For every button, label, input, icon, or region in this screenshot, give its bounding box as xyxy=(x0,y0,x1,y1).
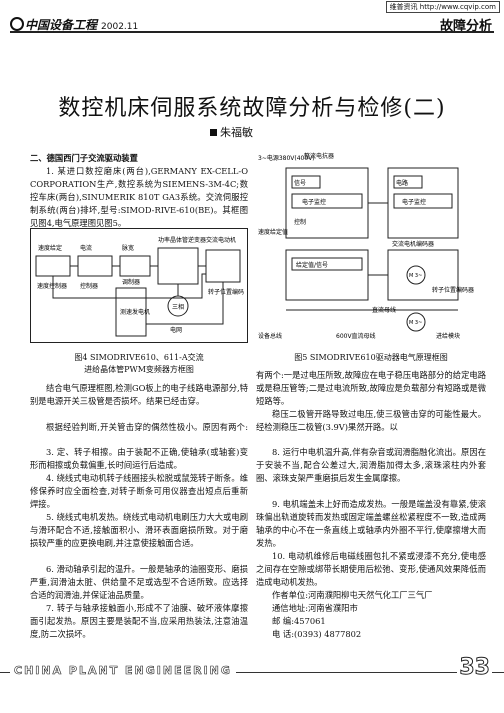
fig4-label-motor: 交流电动机 xyxy=(206,236,236,244)
bullet-square-icon xyxy=(210,129,217,136)
fig5-label-rectifier: 整流电抗器 xyxy=(304,152,334,160)
author-address: 作者单位:河南濮阳柳屯天然气化工厂三气厂 通信地址:河南省濮阳市 邮 编:457… xyxy=(272,589,486,641)
author-name: 朱福敏 xyxy=(220,126,253,139)
fig4-label-encoder: 转子位置编码 xyxy=(208,288,244,296)
fig4-label-pulse: 脉宽 xyxy=(122,244,134,252)
fig5-label-spd-set: 速度给定值 xyxy=(258,228,288,236)
address-value-3: 457061 xyxy=(294,616,326,627)
magazine-logo-icon xyxy=(10,17,24,31)
section-heading: 二、德国西门子交流驱动装置 xyxy=(30,153,138,163)
figure-5-diagram: 3~电源380V(400V) 整流电抗器 信号 电路 电子监控 电子监控 速度给… xyxy=(256,150,486,345)
journal-name-english: CHINA PLANT ENGINEERING xyxy=(10,664,236,677)
fig4-label-speed-fb: 测速发电机 xyxy=(120,308,150,316)
paragraph-2: 结合电气原理框图,检测GO板上的电子线路电源部分,特别是电源开关三极管是否损坏。… xyxy=(30,383,248,407)
fig5-label-power: 3~电源380V(400V) xyxy=(258,154,315,162)
fig5-label-elec2: 电子监控 xyxy=(402,198,426,206)
fig4-label-speed-cmd: 速度给定 xyxy=(38,244,62,252)
fig5-label-tach: 转子位置编码器 xyxy=(432,286,474,294)
figure-5-caption: 图5 SIMODRIVE610驱动器电气原理框图 xyxy=(294,353,448,362)
fig4-label-three-phase: 三相 xyxy=(172,303,184,311)
fig5-label-ctrl: 控制 xyxy=(294,218,306,226)
address-value-4: (0393) 4877802 xyxy=(294,629,362,640)
figure-4-caption-line-2: 进给晶体管PWM变频器方框图 xyxy=(84,365,194,374)
fig4-label-speed-ctrl: 速度控制器 xyxy=(37,282,67,290)
fig5-label-elec: 电子监控 xyxy=(302,198,326,206)
paragraph-lower-7: 7. 转子与轴承接触面小,形成不了油膜、破坏液体摩擦面引起发热。原因主要是装配不… xyxy=(30,603,248,640)
address-label-3: 邮 编: xyxy=(272,616,295,627)
fig5-label-feed: 进给模块 xyxy=(436,332,460,340)
fig4-label-inverter: 功率晶体管逆变器 xyxy=(158,236,206,244)
paragraph-3: 根据经验判断,开关管击穿的偶然性极小。原因有两个:一是过电压所致,故障应在电子稳… xyxy=(46,422,248,432)
fig4-label-supply: 电网 xyxy=(170,326,182,334)
paragraph-lower-3: 3. 定、转子相擦。由于装配不正确,使轴承(或轴套)变形而相擦或负载偏重,长时间… xyxy=(30,447,248,471)
article-title: 数控机床伺服系统故障分析与检修(二) xyxy=(58,96,446,121)
fig5-label-setting: 设备总线 xyxy=(258,332,282,340)
magazine-name: 中国设备工程 xyxy=(25,18,98,32)
address-value-1: 河南濮阳柳屯天然气化工厂三气厂 xyxy=(307,590,433,600)
fig5-label-circuit: 电路 xyxy=(396,179,408,187)
issue-date: 2002.11 xyxy=(101,22,139,32)
paragraph-lower-4: 4. 绕线式电动机转子线圈接头松脱或鼠笼转子断条。维修保养时应全面检查,对转子断… xyxy=(30,473,248,510)
address-label-4: 电 话: xyxy=(272,629,295,640)
paragraph-lower-8: 8. 运行中电机温升高,伴有杂音或润滑脂融化流出。原因在于安装不当,配合公差过大… xyxy=(256,447,486,484)
address-label-1: 作者单位: xyxy=(272,590,308,600)
right-paragraph-1: 有两个:一是过电压所致,故障应在电子稳压电路部分的给定电路或是稳压管等;二是过电… xyxy=(256,370,486,407)
fig4-label-current-ctrl: 控制器 xyxy=(80,282,98,290)
figure-4-diagram: 速度给定 电流 速度控制器 控制器 脉宽 调制器 功率晶体管逆变器 交流电动机 … xyxy=(30,228,248,343)
column-tag: 故障分析 xyxy=(439,19,492,34)
fig5-label-given: 给定值/信号 xyxy=(296,261,328,269)
address-value-2: 河南省濮阳市 xyxy=(307,603,358,614)
fig5-label-signal: 信号 xyxy=(294,179,306,187)
address-label-2: 通信地址: xyxy=(272,603,308,614)
figure-4-caption-line-1: 图4 SIMODRIVE610、611-A交流 xyxy=(74,353,204,362)
author: 朱福敏 xyxy=(210,124,253,140)
fig5-label-motor-1: M 3~ xyxy=(409,273,422,279)
paragraph-lower-9: 9. 电机端盖未上好而造成发热。一般是端盖没有靠紧,使滚珠偏出轨道旋转而发热或固… xyxy=(256,499,486,549)
fig4-label-current: 电流 xyxy=(80,244,92,252)
footer-rule xyxy=(0,672,504,673)
page-number: 33 xyxy=(457,655,492,681)
paragraph-1: 1. 某进口数控磨床(两台),GERMANY EX-CELL-O CORPORA… xyxy=(30,166,248,229)
fig5-label-bus: 600V直流母线 xyxy=(336,332,376,340)
right-paragraph-2: 稳压二极管开路导致过电压,使三极管击穿的可能性最大。经检测稳压二极管(3.9V)… xyxy=(256,409,486,433)
fig4-label-modulator: 调制器 xyxy=(122,278,140,286)
paragraph-lower-6: 6. 滑动轴承引起的温升。一般是轴承的油圈变形、磨损严重,润滑油太脏、供给量不足… xyxy=(30,564,248,601)
figure-4-caption: 图4 SIMODRIVE610、611-A交流 进给晶体管PWM变频器方框图 xyxy=(30,352,248,376)
fig5-label-motor-2: M 3~ xyxy=(409,320,422,326)
watermark: 维普资讯 http://www.cqvip.com xyxy=(385,1,500,13)
paragraph-lower-5: 5. 绕线式电机发热。绕线式电动机电刷压力大大或电刷与滑环配合不适,接触面积小、… xyxy=(30,512,248,549)
fig5-label-speed-enc: 交流电机编码器 xyxy=(392,240,434,248)
header-rule xyxy=(10,31,494,33)
paragraph-lower-10: 10. 电动机维修后电磁线圈包扎不紧或浸漆不充分,使电感之间存在空隙或绑带长期使… xyxy=(256,551,486,588)
